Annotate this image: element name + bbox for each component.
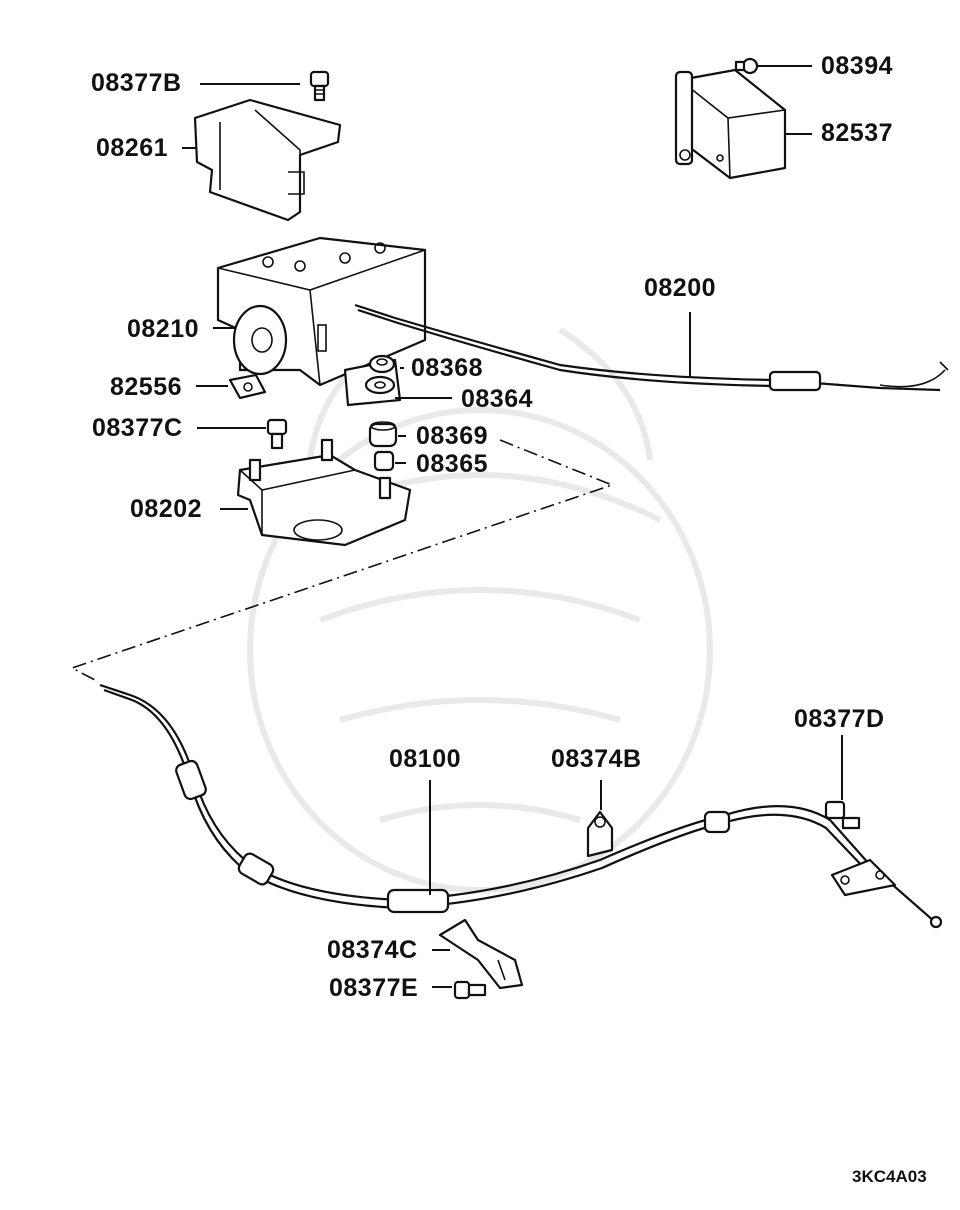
screw-08394 <box>734 57 759 75</box>
bolt-08377D <box>824 800 861 830</box>
label-08100: 08100 <box>389 745 462 773</box>
bracket-08374C <box>438 918 524 990</box>
label-08368: 08368 <box>411 354 484 382</box>
nut-08368 <box>368 354 396 374</box>
bracket-08202 <box>236 438 412 547</box>
leader-lines <box>182 65 843 988</box>
bushing-08369 <box>368 421 398 448</box>
cable-08100 <box>99 683 943 929</box>
washer-08364 <box>364 375 396 395</box>
clip-82556 <box>228 373 267 400</box>
label-08377D: 08377D <box>794 705 885 733</box>
label-08374C: 08374C <box>327 936 418 964</box>
bracket-08261 <box>193 98 342 222</box>
module-82537 <box>674 68 787 180</box>
bolt-08377E <box>453 980 487 1000</box>
label-08374B: 08374B <box>551 745 642 773</box>
label-82556: 82556 <box>110 373 183 401</box>
bolt-08377B <box>309 70 330 102</box>
label-08210: 08210 <box>127 315 200 343</box>
label-08202: 08202 <box>130 495 203 523</box>
actuator-08210 <box>216 236 427 407</box>
label-08377C: 08377C <box>92 414 183 442</box>
label-08200: 08200 <box>644 274 717 302</box>
clip-08374B <box>586 810 614 858</box>
bolt-08377C <box>266 418 288 450</box>
phantom-line <box>69 439 615 681</box>
label-08369: 08369 <box>416 422 489 450</box>
label-08364: 08364 <box>461 385 534 413</box>
label-08377B: 08377B <box>91 69 182 97</box>
label-08377E: 08377E <box>329 974 419 1002</box>
label-08365: 08365 <box>416 450 489 478</box>
label-08261: 08261 <box>96 134 169 162</box>
cable-08200 <box>354 303 949 392</box>
drawing-code: 3KC4A03 <box>852 1167 927 1186</box>
label-82537: 82537 <box>821 119 894 147</box>
watermark-logo <box>247 327 713 893</box>
collar-08365 <box>373 450 395 472</box>
label-08394: 08394 <box>821 52 894 80</box>
